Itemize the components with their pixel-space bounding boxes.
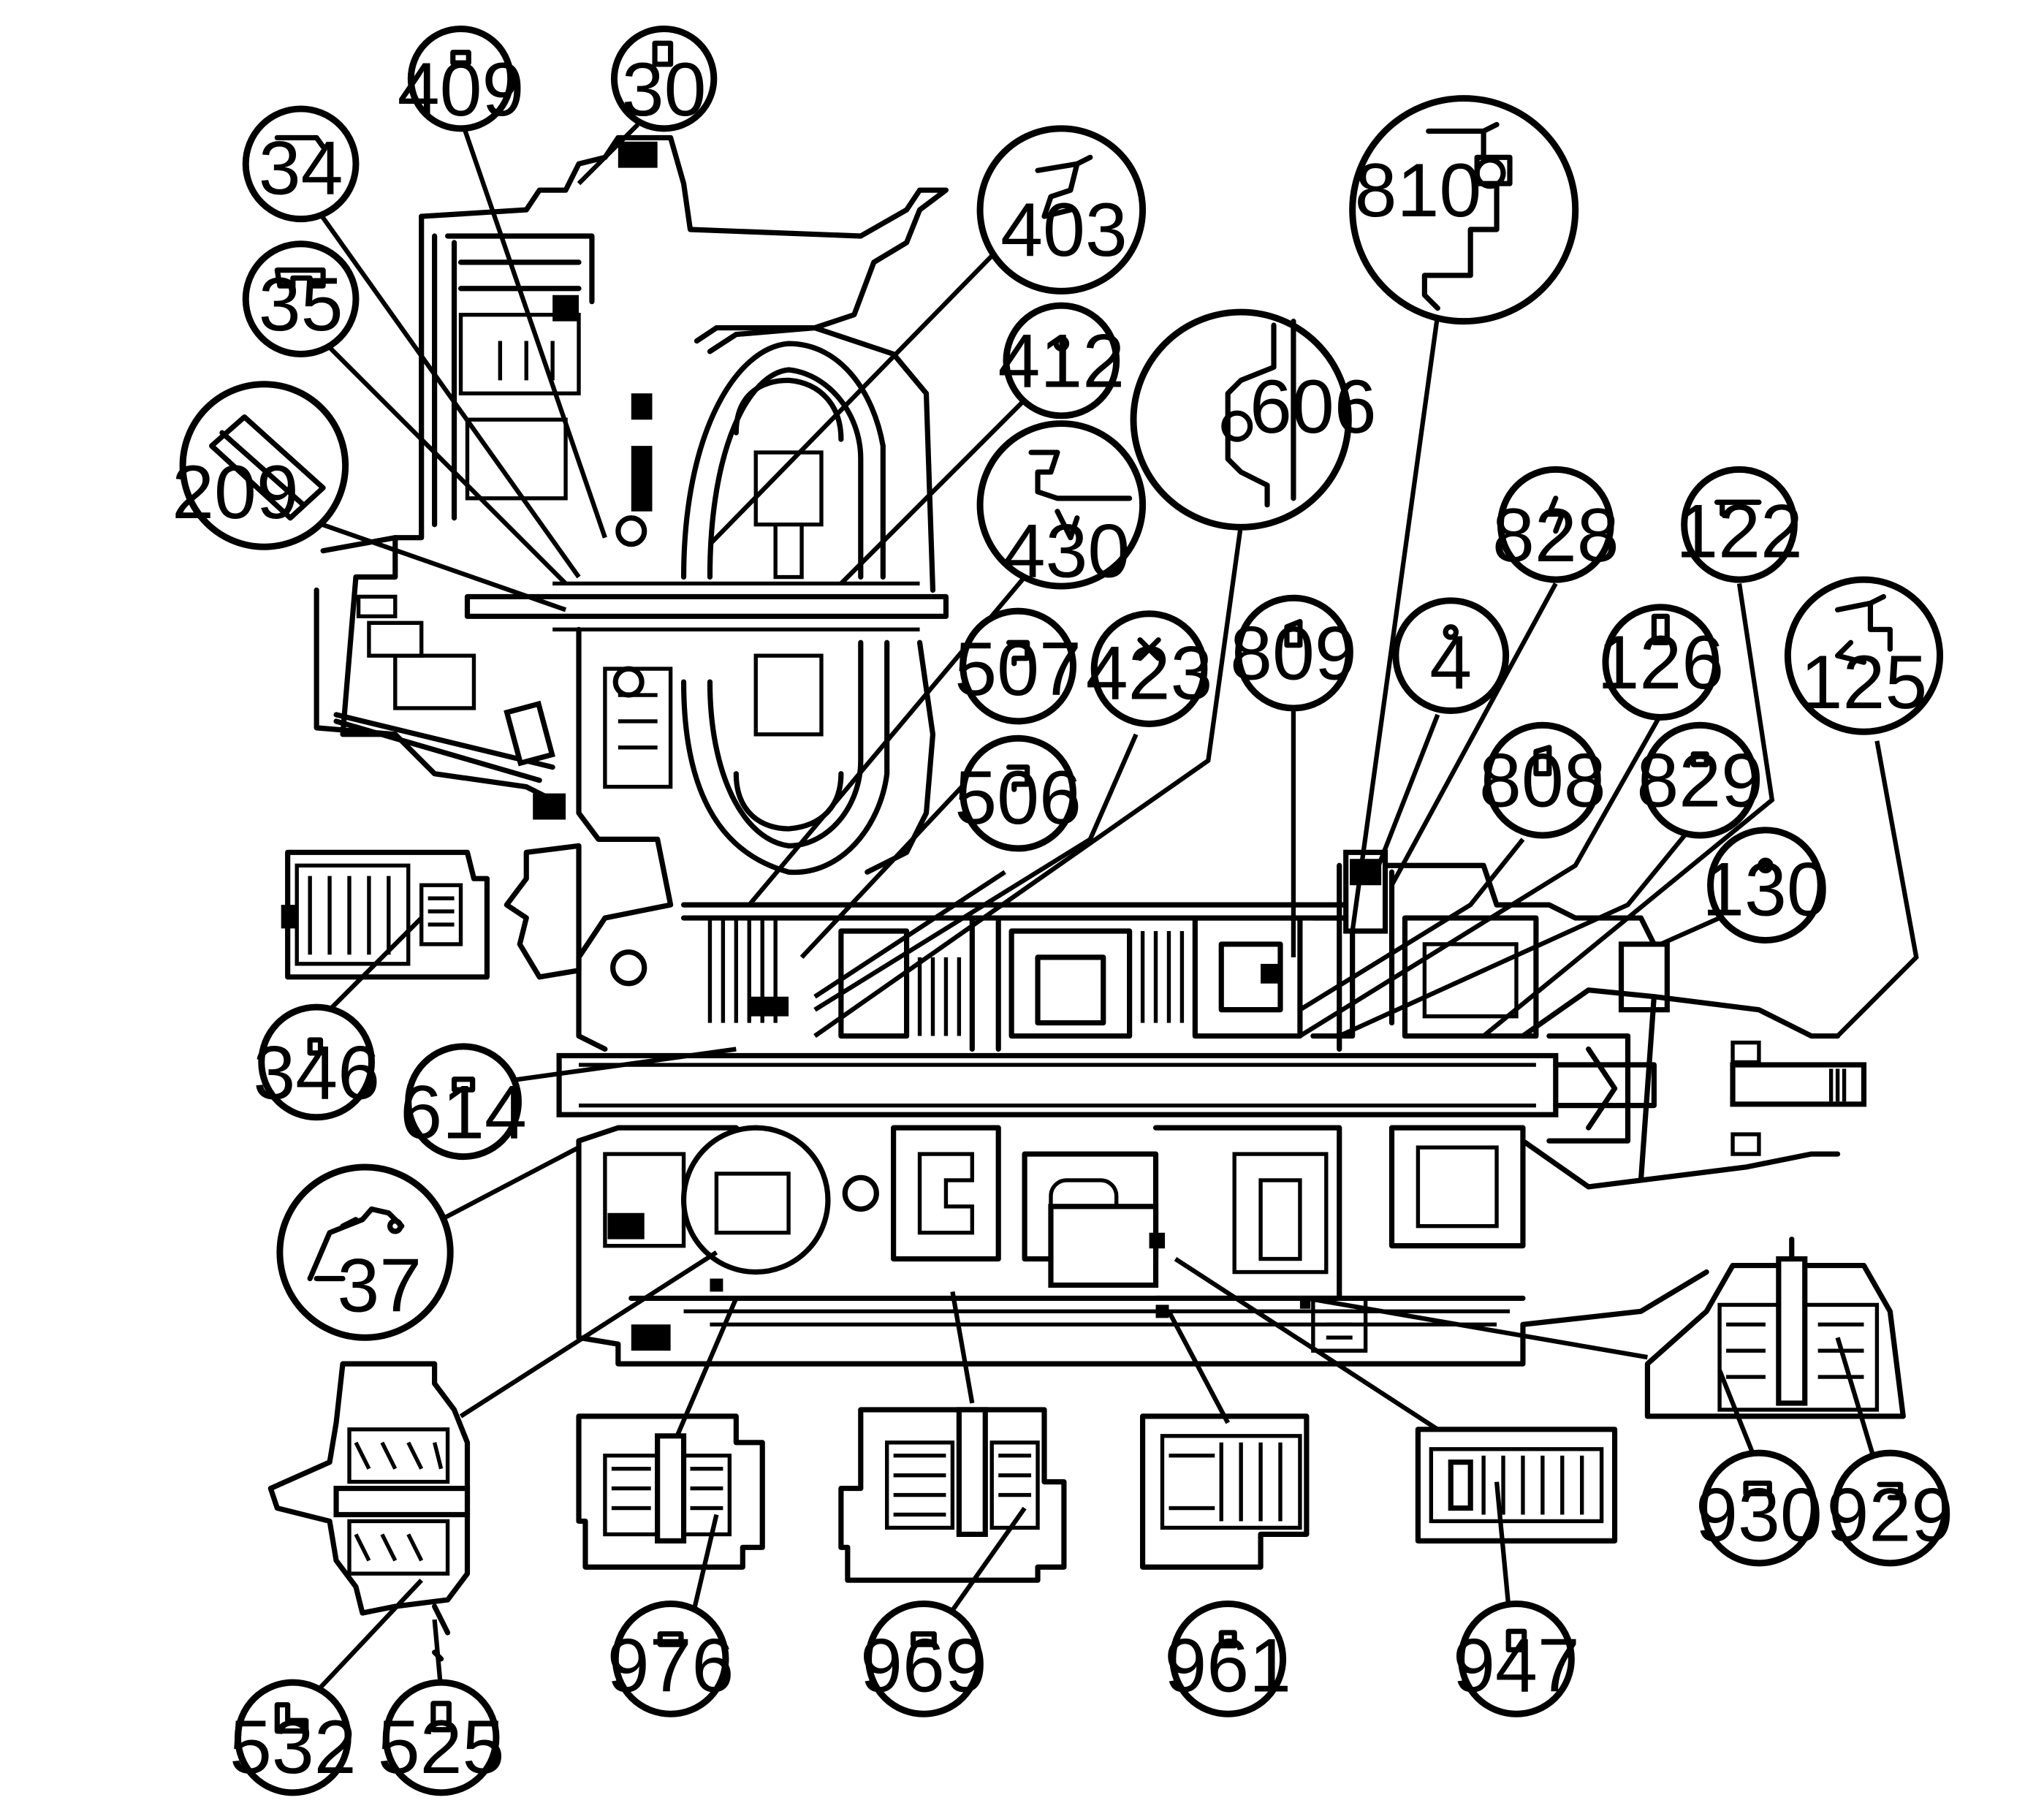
callout-506: 506 (954, 734, 1082, 852)
callout-label-809: 809 (1230, 611, 1357, 696)
callout-929: 929 (1827, 1449, 1954, 1567)
detail-961-assembly (1139, 1413, 1310, 1570)
detail-947-assembly (1415, 1427, 1618, 1544)
callout-346: 346 (253, 1003, 380, 1121)
callout-label-507: 507 (954, 627, 1082, 712)
callout-label-614: 614 (400, 1070, 527, 1155)
callout-34: 34 (242, 105, 360, 223)
torque-converter-upper (680, 324, 936, 593)
transmission-housing (314, 134, 1867, 1367)
detail-532-525-assembly (267, 1361, 471, 1662)
callout-label-969: 969 (860, 1624, 987, 1709)
leader-lines (301, 117, 1919, 1693)
callout-829: 829 (1636, 721, 1763, 839)
callout-961: 961 (1164, 1601, 1291, 1717)
callout-label-947: 947 (1453, 1624, 1580, 1709)
callout-label-930: 930 (1695, 1473, 1823, 1557)
callout-430: 430 (976, 420, 1147, 594)
callout-label-403: 403 (1000, 188, 1128, 273)
callout-label-929: 929 (1827, 1473, 1954, 1557)
callout-969: 969 (860, 1601, 987, 1717)
callout-30: 30 (610, 25, 718, 132)
callout-532: 532 (229, 1679, 357, 1796)
callout-label-126: 126 (1597, 620, 1725, 705)
callout-label-125: 125 (1801, 640, 1928, 725)
callout-809: 809 (1230, 594, 1357, 712)
callout-label-961: 961 (1164, 1624, 1291, 1709)
callout-label-409: 409 (398, 48, 525, 132)
detail-930-929-assembly (1644, 1237, 1906, 1419)
callout-label-35: 35 (259, 262, 343, 347)
clutch-packs (680, 902, 1369, 1052)
callout-810: 810 (1349, 95, 1579, 325)
callout-35: 35 (242, 240, 360, 357)
callout-947: 947 (1453, 1601, 1580, 1717)
callout-label-130: 130 (1702, 847, 1829, 932)
torque-converter-lower (680, 639, 936, 875)
callout-label-525: 525 (378, 1705, 505, 1790)
callout-label-808: 808 (1479, 739, 1606, 824)
callout-label-346: 346 (253, 1031, 380, 1116)
callout-label-37: 37 (337, 1243, 422, 1328)
callout-label-209: 209 (172, 450, 299, 535)
detail-969-assembly (838, 1407, 1067, 1583)
differential (1520, 987, 1841, 1190)
callout-130: 130 (1702, 827, 1829, 944)
callout-label-4: 4 (1429, 620, 1472, 705)
detail-346-assembly (281, 849, 490, 980)
callout-525: 525 (378, 1679, 505, 1796)
callout-126: 126 (1597, 604, 1725, 721)
callout-label-828: 828 (1492, 493, 1619, 578)
callout-122: 122 (1676, 466, 1803, 583)
callout-label-606: 606 (1250, 365, 1377, 449)
callout-507: 507 (954, 607, 1082, 725)
callout-label-423: 423 (1086, 631, 1213, 715)
callout-614: 614 (400, 1043, 527, 1161)
callout-606: 606 (1130, 308, 1377, 531)
callout-209: 209 (172, 381, 349, 550)
callout-423: 423 (1086, 610, 1213, 727)
callout-125: 125 (1784, 576, 1944, 735)
callout-label-430: 430 (1003, 509, 1131, 594)
callout-412: 412 (998, 302, 1125, 419)
callout-403: 403 (976, 125, 1147, 295)
callout-828: 828 (1492, 466, 1619, 583)
callout-label-976: 976 (607, 1624, 734, 1709)
callout-label-810: 810 (1355, 148, 1482, 233)
output-shaft (556, 1052, 1867, 1117)
callout-409: 409 (398, 25, 525, 132)
callout-label-122: 122 (1676, 490, 1803, 574)
callout-label-412: 412 (998, 319, 1125, 403)
callout-37: 37 (276, 1163, 454, 1341)
callout-930: 930 (1695, 1449, 1823, 1567)
callout-label-30: 30 (622, 48, 707, 132)
callout-label-34: 34 (259, 126, 343, 211)
callout-4: 4 (1392, 597, 1510, 715)
detail-976-assembly (576, 1413, 765, 1570)
callout-808: 808 (1479, 721, 1606, 839)
callout-label-829: 829 (1636, 739, 1763, 824)
callout-label-532: 532 (229, 1705, 357, 1790)
callout-label-506: 506 (954, 756, 1082, 840)
callout-976: 976 (607, 1601, 734, 1717)
